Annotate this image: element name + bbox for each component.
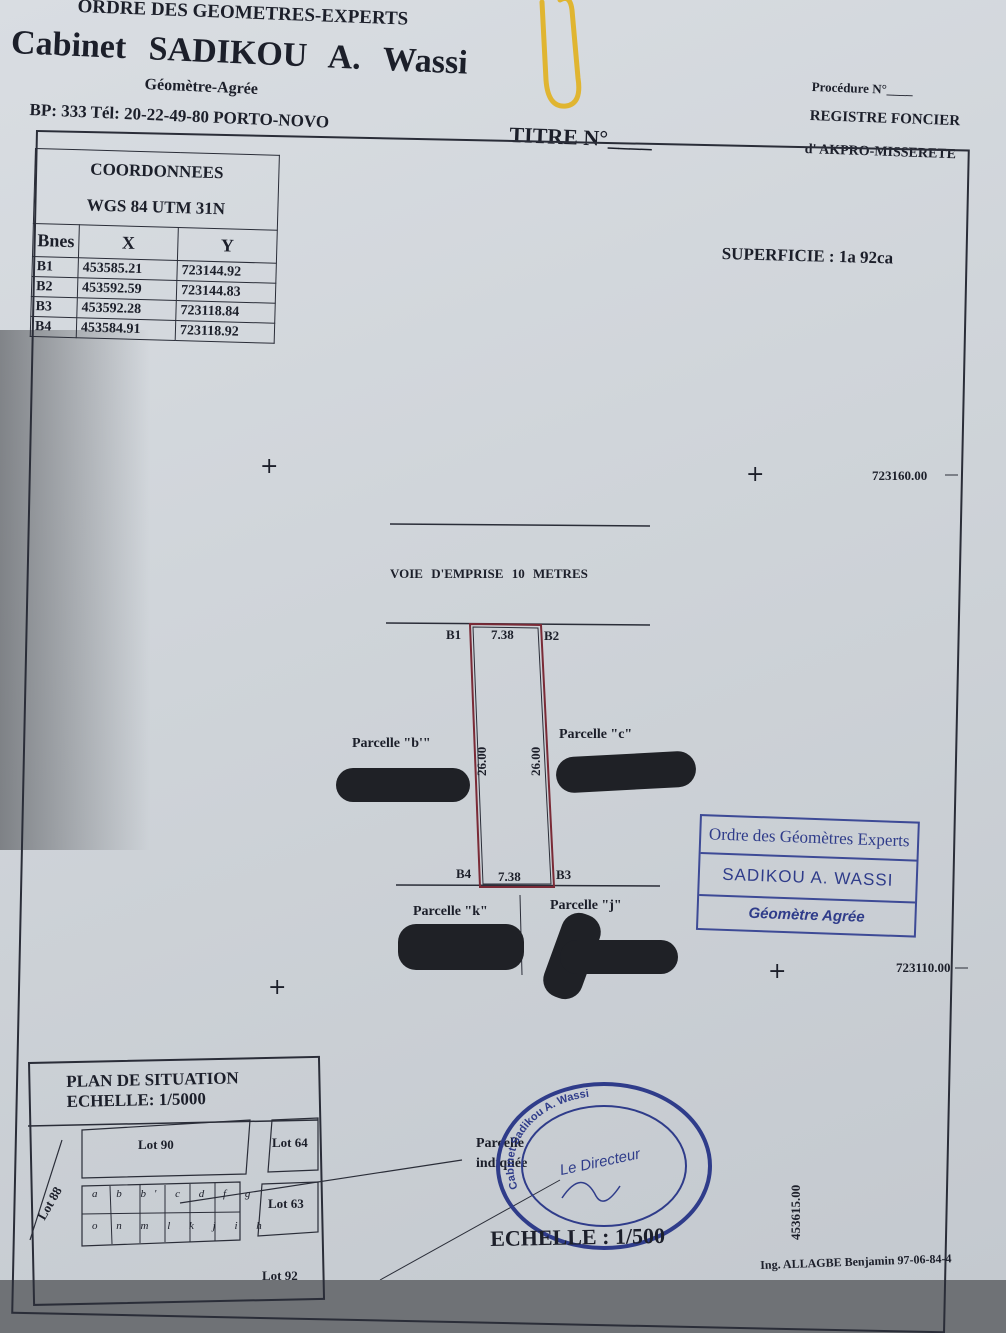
main-scale: ECHELLE : 1/500 bbox=[490, 1222, 666, 1251]
redaction-mark bbox=[398, 924, 524, 970]
cell-g: g bbox=[244, 1188, 259, 1200]
page-shadow bbox=[0, 330, 150, 850]
corner-b1: B1 bbox=[446, 627, 462, 642]
lot-90-label: Lot 90 bbox=[138, 1137, 174, 1152]
cell-c: c bbox=[175, 1188, 188, 1200]
grid-cross-icon: + bbox=[746, 462, 765, 487]
dimension-top: 7.38 bbox=[491, 627, 514, 642]
cell-k: k bbox=[189, 1220, 202, 1232]
corner-b4: B4 bbox=[456, 866, 472, 881]
lot-92-label: Lot 92 bbox=[262, 1268, 298, 1283]
situation-cells-top: a b b' c d f g bbox=[92, 1188, 258, 1200]
stamp-center-text: Le Directeur bbox=[558, 1145, 642, 1179]
cell-m: m bbox=[140, 1220, 157, 1232]
lot-64-label: Lot 64 bbox=[272, 1135, 308, 1150]
grid-cross-icon: + bbox=[268, 975, 287, 1000]
cell-l: l bbox=[167, 1220, 179, 1232]
dimension-bottom: 7.38 bbox=[498, 869, 521, 884]
lot-63-label: Lot 63 bbox=[268, 1196, 304, 1211]
grid-cross-icon: + bbox=[260, 454, 279, 479]
grid-cross-icon: + bbox=[768, 959, 787, 984]
cell-b-prime: b' bbox=[140, 1188, 165, 1200]
situation-cells-bottom: o n m l k j i h bbox=[92, 1220, 270, 1232]
corner-b2: B2 bbox=[544, 628, 560, 643]
corner-b3: B3 bbox=[556, 867, 572, 882]
cell-a: a bbox=[92, 1188, 106, 1200]
parcel-c-label: Parcelle "c" bbox=[559, 727, 633, 742]
signature-mark bbox=[561, 1181, 621, 1202]
situation-map-drawing bbox=[27, 1117, 561, 1280]
cell-b: b bbox=[116, 1188, 130, 1200]
redaction-mark bbox=[560, 940, 678, 974]
parcel-k-label: Parcelle "k" bbox=[413, 904, 488, 919]
parcel-j-label: Parcelle "j" bbox=[550, 898, 622, 913]
round-stamp: Cabinet Sadikou A. Wassi Le Directeur bbox=[496, 1082, 712, 1250]
redaction-mark bbox=[336, 768, 470, 802]
cell-i: i bbox=[234, 1220, 246, 1232]
cell-j: j bbox=[212, 1220, 224, 1232]
y-grid-label-bottom: 723110.00 bbox=[896, 960, 951, 975]
parcel-plan-drawing bbox=[385, 474, 968, 976]
paperclip-icon bbox=[539, 0, 582, 109]
cell-h: h bbox=[256, 1220, 270, 1232]
cell-n: n bbox=[116, 1220, 130, 1232]
y-grid-label-top: 723160.00 bbox=[872, 468, 928, 483]
cell-o: o bbox=[92, 1220, 106, 1232]
cell-f: f bbox=[223, 1188, 235, 1200]
parcel-b-label: Parcelle "b'" bbox=[352, 736, 431, 751]
road-label: VOIE D'EMPRISE 10 METRES bbox=[390, 566, 588, 581]
cell-d: d bbox=[198, 1188, 213, 1200]
document-page bbox=[0, 0, 1006, 1280]
